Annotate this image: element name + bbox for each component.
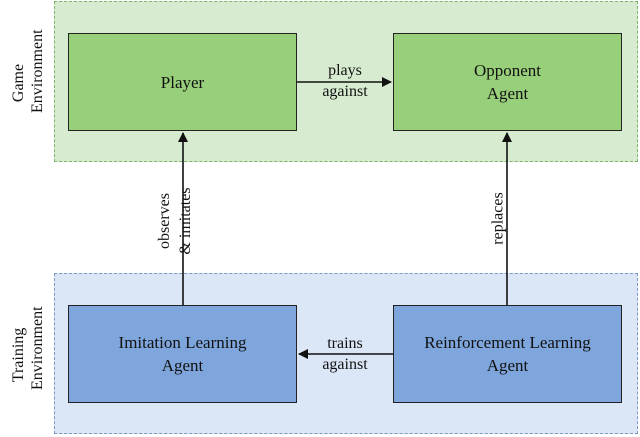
observes-label-line2: & imitates [177,187,194,255]
opponent-node-label-line1: Opponent [473,61,542,80]
trains-against-label: trains against [305,333,385,375]
imitation-node-label-line2: Agent [161,356,204,375]
replaces-label-line1: replaces [489,192,507,245]
observes-label-line1: observes [156,193,173,249]
plays-against-label: plays against [305,60,385,102]
replaces-label: replaces [488,169,509,269]
trains-label-line2: against [322,356,368,373]
opponent-agent-node: Opponent Agent [393,33,622,131]
player-node-label: Player [160,72,205,92]
imitation-node-label-line1: Imitation Learning [118,333,247,352]
imitation-learning-agent-node: Imitation Learning Agent [68,305,297,403]
opponent-node-label-line2: Agent [486,84,529,103]
player-node: Player [68,33,297,131]
plays-label-line2: against [322,83,368,100]
reinforcement-learning-agent-node: Reinforcement Learning Agent [393,305,622,403]
rl-node-label-line2: Agent [486,356,529,375]
trains-label-line1: trains [327,335,363,352]
rl-node-label-line1: Reinforcement Learning [424,333,591,352]
plays-label-line1: plays [328,62,362,79]
observes-imitates-label: observes & imitates [154,171,196,271]
